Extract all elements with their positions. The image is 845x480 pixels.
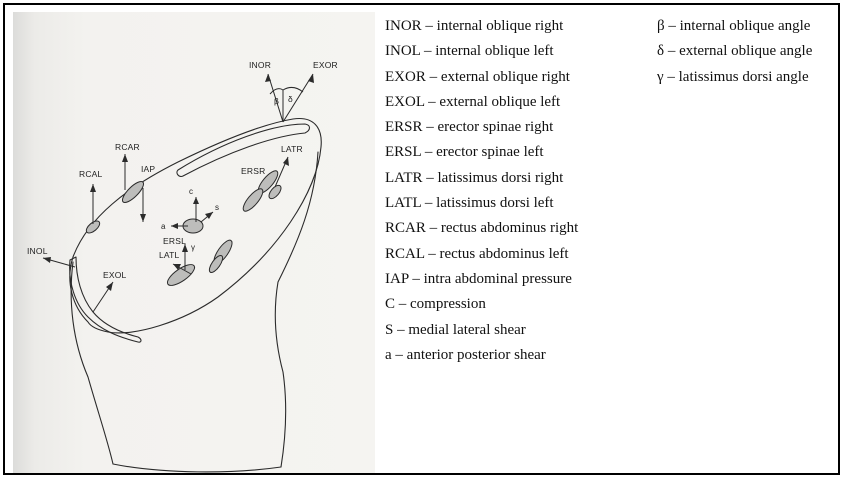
label-a: a: [161, 222, 166, 231]
legend-item-latr: LATR – latissimus dorsi right: [385, 169, 645, 194]
legend-item-rcar: RCAR – rectus abdominus right: [385, 219, 645, 244]
label-gamma: γ: [191, 243, 195, 252]
legend-item-ersr: ERSR – erector spinae right: [385, 118, 645, 143]
torso-diagram: INOR EXOR β δ RCAR IAP RCAL ERSR LATR c …: [13, 12, 375, 474]
legend-left-column: INOR – internal oblique right INOL – int…: [385, 17, 645, 371]
legend-item-rcal: RCAL – rectus abdominus left: [385, 245, 645, 270]
label-ersr: ERSR: [241, 166, 265, 176]
legend-item-a: a – anterior posterior shear: [385, 346, 645, 371]
legend-right-column: β – internal oblique angle δ – external …: [657, 17, 837, 93]
label-ersl: ERSL: [163, 236, 186, 246]
label-exol: EXOL: [103, 270, 127, 280]
label-rcal: RCAL: [79, 169, 103, 179]
label-rcar: RCAR: [115, 142, 140, 152]
label-c: c: [189, 187, 193, 196]
label-s: s: [215, 203, 219, 212]
label-exor: EXOR: [313, 60, 338, 70]
legend-item-ersl: ERSL – erector spinae left: [385, 143, 645, 168]
label-latl: LATL: [159, 250, 180, 260]
legend-item-c: C – compression: [385, 295, 645, 320]
torso-drawing: INOR EXOR β δ RCAR IAP RCAL ERSR LATR c …: [13, 12, 375, 474]
legend-item-latl: LATL – latissimus dorsi left: [385, 194, 645, 219]
legend-item-delta: δ – external oblique angle: [657, 42, 837, 67]
label-iap: IAP: [141, 164, 155, 174]
figure-frame: INOR EXOR β δ RCAR IAP RCAL ERSR LATR c …: [3, 3, 840, 475]
legend-item-s: S – medial lateral shear: [385, 321, 645, 346]
legend-item-inol: INOL – internal oblique left: [385, 42, 645, 67]
label-inor: INOR: [249, 60, 271, 70]
legend-item-gamma: γ – latissimus dorsi angle: [657, 68, 837, 93]
label-latr: LATR: [281, 144, 303, 154]
legend-item-exor: EXOR – external oblique right: [385, 68, 645, 93]
legend-item-exol: EXOL – external oblique left: [385, 93, 645, 118]
label-inol: INOL: [27, 246, 48, 256]
legend-item-beta: β – internal oblique angle: [657, 17, 837, 42]
label-beta: β: [274, 96, 279, 106]
legend-item-iap: IAP – intra abdominal pressure: [385, 270, 645, 295]
legend-item-inor: INOR – internal oblique right: [385, 17, 645, 42]
label-delta: δ: [288, 94, 293, 104]
